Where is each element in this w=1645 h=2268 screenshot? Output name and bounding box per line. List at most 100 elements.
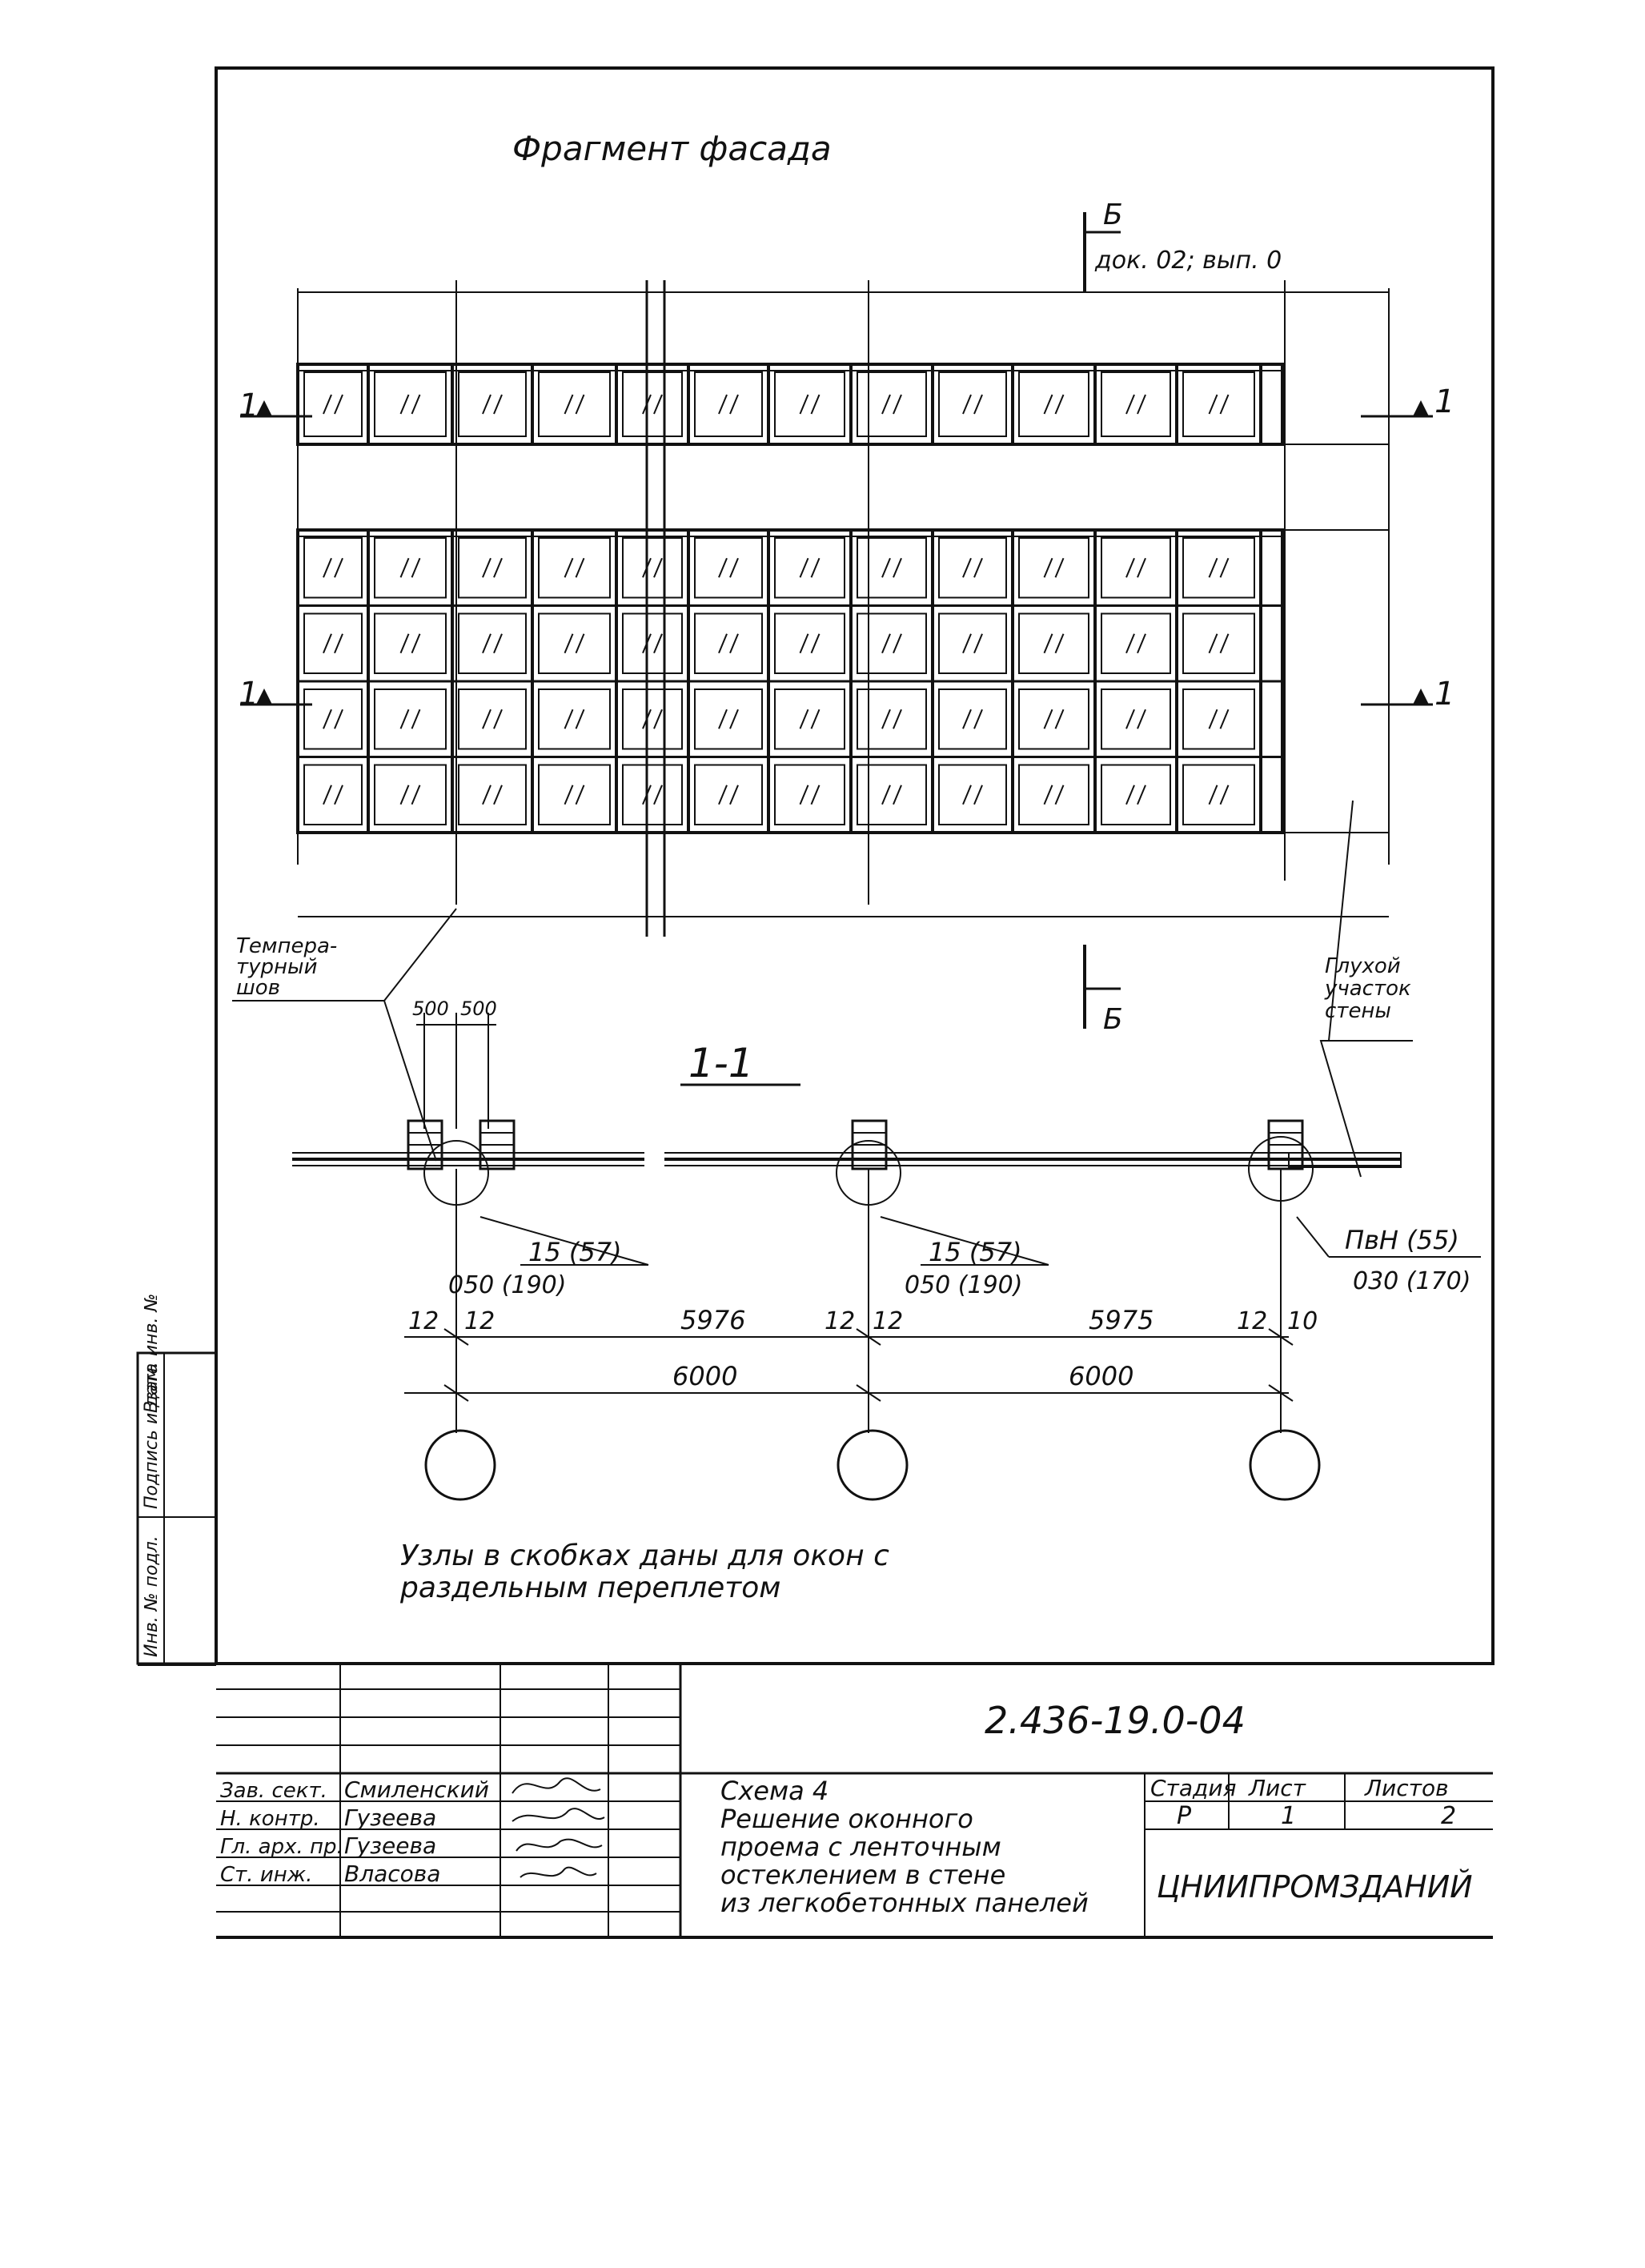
window-pane — [774, 371, 845, 437]
glass-hatch — [962, 394, 972, 415]
glass-hatch — [575, 557, 585, 578]
node-labels: 15 (57) 050 (190) 15 (57) 050 (190) ПвН … — [448, 1216, 1481, 1299]
glass-hatch — [810, 557, 820, 578]
glass-hatch — [1043, 633, 1053, 654]
glass-hatch — [1219, 633, 1230, 654]
glass-hatch — [1208, 394, 1218, 415]
glass-hatch — [653, 785, 663, 805]
glass-hatch — [1054, 633, 1065, 654]
dim-r1-4: 12 — [873, 1307, 903, 1335]
glass-hatch — [399, 633, 410, 654]
glass-hatch — [411, 708, 421, 729]
glass-hatch — [1043, 708, 1053, 729]
node-3-a: ПвН (55) — [1345, 1225, 1459, 1255]
glass-hatch — [893, 394, 902, 415]
glass-hatch — [718, 633, 728, 654]
glass-hatch — [1137, 785, 1146, 805]
glass-hatch — [1043, 394, 1053, 415]
glass-hatch — [323, 633, 332, 654]
facade-title: Фрагмент фасада — [512, 129, 832, 168]
window-pane — [1018, 764, 1089, 825]
window-pane — [938, 537, 1007, 599]
glass-hatch — [729, 708, 739, 729]
role-3: Ст. инж. — [220, 1863, 312, 1887]
glass-hatch — [564, 633, 574, 654]
glass-hatch — [1208, 557, 1218, 578]
axis-bubble-1 — [424, 1429, 496, 1501]
window-pane — [538, 612, 611, 674]
glass-hatch — [881, 557, 891, 578]
window-pane — [857, 371, 927, 437]
dim-r1-7: 10 — [1287, 1307, 1318, 1335]
section-title: 1-1 — [688, 1040, 754, 1086]
role-2: Гл. арх. пр. — [220, 1835, 343, 1859]
window-pane — [694, 612, 763, 674]
sheets-header: Листов — [1364, 1775, 1449, 1801]
blind-wall-section — [1288, 1152, 1402, 1168]
window-pane — [1018, 612, 1089, 674]
glass-hatch — [973, 633, 983, 654]
section-1-right-bottom: 1 — [1434, 676, 1454, 713]
glass-hatch — [718, 708, 728, 729]
window-pane — [694, 688, 763, 750]
glass-hatch — [399, 394, 410, 415]
window-pane — [938, 371, 1007, 437]
glass-hatch — [810, 633, 820, 654]
window-pane — [1018, 537, 1089, 599]
section-b-ref: док. 02; вып. 0 — [1094, 247, 1282, 275]
window-pane — [374, 612, 447, 674]
glass-hatch — [973, 785, 983, 805]
window-pane — [857, 612, 927, 674]
glass-hatch — [799, 557, 809, 578]
glass-hatch — [799, 785, 809, 805]
glass-hatch — [323, 708, 332, 729]
window-pane — [857, 764, 927, 825]
glass-hatch — [799, 633, 809, 654]
node-3-b: 030 (170) — [1353, 1267, 1470, 1295]
stage-value: Р — [1177, 1802, 1192, 1830]
sheet-value: 1 — [1281, 1802, 1296, 1830]
doc-code: 2.436-19.0-04 — [985, 1699, 1246, 1742]
glass-hatch — [1125, 633, 1135, 654]
window-pane — [774, 764, 845, 825]
glass-hatch — [493, 708, 503, 729]
glass-hatch — [334, 557, 343, 578]
glass-hatch — [1125, 708, 1135, 729]
window-pane — [622, 612, 683, 674]
glass-hatch — [962, 708, 972, 729]
window-pane — [1182, 764, 1255, 825]
role-1: Н. контр. — [220, 1807, 320, 1831]
side-stamp-inv: Инв. № подл. — [142, 1535, 162, 1657]
glass-hatch — [575, 633, 585, 654]
window-pane — [938, 764, 1007, 825]
glass-hatch — [334, 633, 343, 654]
window-pane — [303, 688, 363, 750]
glass-hatch — [575, 394, 585, 415]
dim-top-2: 500 — [460, 998, 497, 1020]
glass-hatch — [1054, 557, 1065, 578]
glass-hatch — [962, 557, 972, 578]
glass-hatch — [575, 785, 585, 805]
glass-hatch — [810, 708, 820, 729]
glass-hatch — [1043, 557, 1053, 578]
dim-r1-3: 12 — [825, 1307, 855, 1335]
window-pane — [774, 537, 845, 599]
glass-hatch — [334, 785, 343, 805]
window-pane — [458, 612, 527, 674]
dim-top-1: 500 — [412, 998, 449, 1020]
window-pane — [622, 764, 683, 825]
glass-hatch — [564, 708, 574, 729]
glass-hatch — [729, 785, 739, 805]
top-dims: 500 500 — [412, 998, 497, 1129]
window-pane — [1018, 371, 1089, 437]
glass-hatch — [642, 785, 652, 805]
role-0: Зав. сект. — [220, 1779, 327, 1803]
window-pane — [1101, 371, 1171, 437]
glass-hatch — [1054, 785, 1065, 805]
sheet-frame — [215, 66, 1495, 1665]
window-pane — [857, 688, 927, 750]
org-name: ЦНИИПРОМЗДАНИЙ — [1157, 1869, 1473, 1905]
window-pane — [1101, 612, 1171, 674]
